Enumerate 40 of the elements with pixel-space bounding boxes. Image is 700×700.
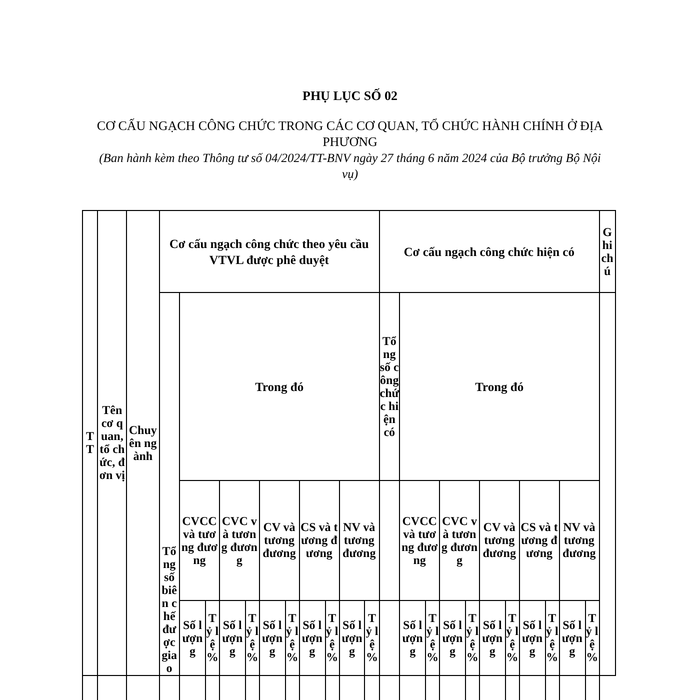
header-cell: Số lượng bbox=[299, 600, 326, 676]
header-cell: CS và tương đương bbox=[299, 480, 340, 600]
header-cell: Chuyên ngành bbox=[126, 210, 160, 676]
header-cell: Số lượng bbox=[339, 600, 365, 676]
header-cell: CVCC và tương đương bbox=[400, 480, 440, 600]
header-cell: Tỷ lệ % bbox=[505, 600, 520, 676]
header-cell: Số lượng bbox=[440, 600, 466, 676]
header-cell: CVCC và tương đương bbox=[180, 480, 220, 600]
header-cell: Tỷ lệ % bbox=[364, 600, 380, 676]
header-cell: Tỷ lệ % bbox=[325, 600, 340, 676]
header-cell: CV và tương đương bbox=[479, 480, 520, 600]
document-heading: CƠ CẤU NGẠCH CÔNG CHỨC TRONG CÁC CƠ QUAN, TỔ CHỨC HÀNH CHÍNH Ở ĐỊA PHƯƠNG bbox=[96, 118, 604, 150]
header-cell: CV và tương đương bbox=[259, 480, 300, 600]
header-cell: Cơ cấu ngạch công chức theo yêu cầu VTVL được phê duyệt bbox=[159, 210, 380, 292]
header-cell: Trong đó bbox=[180, 292, 380, 480]
header-cell: Số lượng bbox=[180, 600, 206, 676]
header-cell: Số lượng bbox=[400, 600, 426, 676]
header-cell: Số lượng bbox=[219, 600, 246, 676]
header-cell: Tỷ lệ % bbox=[285, 600, 300, 676]
header-cell: Số lượng bbox=[559, 600, 586, 676]
header-cell: CS và tương đương bbox=[519, 480, 560, 600]
issuing-note: (Ban hành kèm theo Thông tư số 04/2024/TT-BNV ngày 27 tháng 6 năm 2024 của Bộ trưởng Bộ Nội vụ) bbox=[98, 150, 602, 182]
header-cell: CVC và tương đương bbox=[440, 480, 480, 600]
header-cell: TT bbox=[82, 210, 98, 676]
header-cell: Số lượng bbox=[479, 600, 506, 676]
header-cell: NV và tương đương bbox=[339, 480, 380, 600]
header-cell: Tỷ lệ % bbox=[205, 600, 220, 676]
header-cell: Tỷ lệ % bbox=[245, 600, 260, 676]
appendix-title: PHỤ LỤC SỐ 02 bbox=[302, 87, 398, 104]
header-cell: Tỷ lệ % bbox=[426, 600, 440, 676]
header-cell: Tỷ lệ % bbox=[545, 600, 560, 676]
header-cell: Trong đó bbox=[400, 292, 600, 480]
header-cell: Tỷ lệ % bbox=[465, 600, 480, 676]
header-cell: CVC và tương đương bbox=[219, 480, 260, 600]
header-cell: Tổng số biên chế được giao bbox=[159, 292, 180, 676]
header-cell: Số lượng bbox=[259, 600, 286, 676]
header-cell: Cơ cấu ngạch công chức hiện có bbox=[379, 210, 600, 292]
header-cell: Tên cơ quan, tổ chức, đơn vị bbox=[98, 210, 127, 676]
header-cell: Số lượng bbox=[519, 600, 546, 676]
header-cell: Ghi chú bbox=[599, 210, 616, 292]
